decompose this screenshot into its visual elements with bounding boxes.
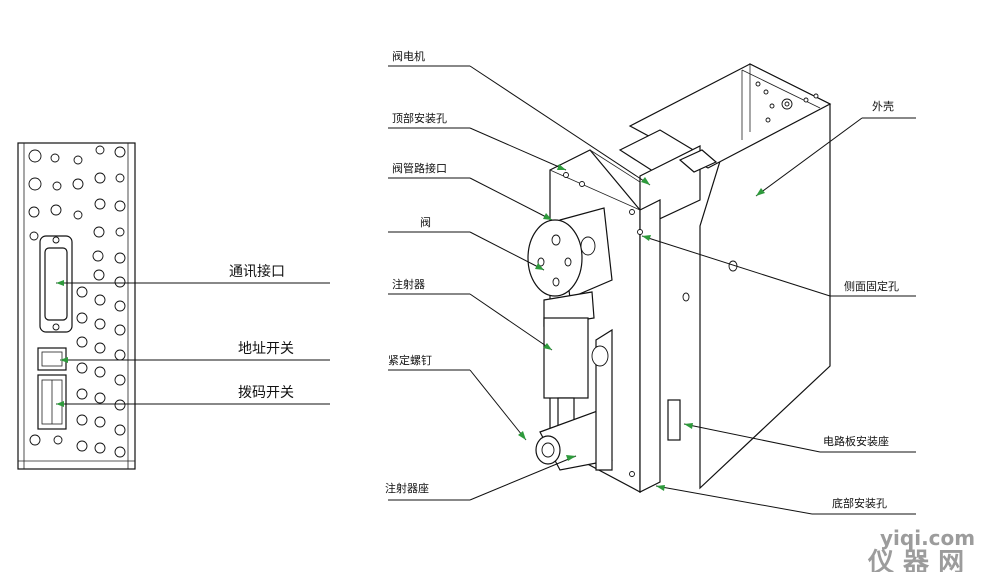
watermark-line1: yiqi.com	[880, 526, 975, 550]
panel-holes	[28, 145, 126, 458]
assembly-view: 阀电机 顶部安装孔 阀管路接口 阀 注射器 紧定螺钉 注射器座 外壳 侧面固定孔…	[385, 49, 916, 515]
front-panel-view: 通讯接口 地址开关 拨码开关	[17, 142, 330, 470]
label-dip-switch: 拨码开关	[238, 385, 294, 401]
label-set-screw: 紧定螺钉	[388, 353, 432, 367]
label-syringe: 注射器	[392, 277, 425, 291]
label-bottom-mount-hole: 底部安装孔	[832, 496, 887, 510]
pcb-mount-part	[667, 399, 681, 441]
label-valve-motor: 阀电机	[392, 49, 425, 63]
label-top-mount-hole: 顶部安装孔	[392, 111, 447, 125]
label-pcb-mount: 电路板安装座	[823, 434, 889, 448]
label-housing: 外壳	[872, 99, 894, 113]
label-address-switch: 地址开关	[238, 341, 294, 357]
valve	[527, 207, 613, 299]
label-valve: 阀	[420, 215, 431, 229]
dip-switch	[37, 374, 67, 430]
label-valve-pipe-port: 阀管路接口	[392, 161, 447, 175]
syringe	[543, 291, 595, 429]
label-side-fix-hole: 侧面固定孔	[844, 279, 899, 293]
address-switch	[37, 347, 67, 371]
watermark: yiqi.com 仪 器 网	[867, 526, 975, 572]
label-comm-port: 通讯接口	[229, 263, 285, 280]
label-syringe-seat: 注射器座	[385, 481, 429, 495]
comm-port	[39, 235, 73, 333]
syringe-seat	[535, 328, 613, 471]
watermark-line2: 仪 器 网	[867, 548, 964, 572]
